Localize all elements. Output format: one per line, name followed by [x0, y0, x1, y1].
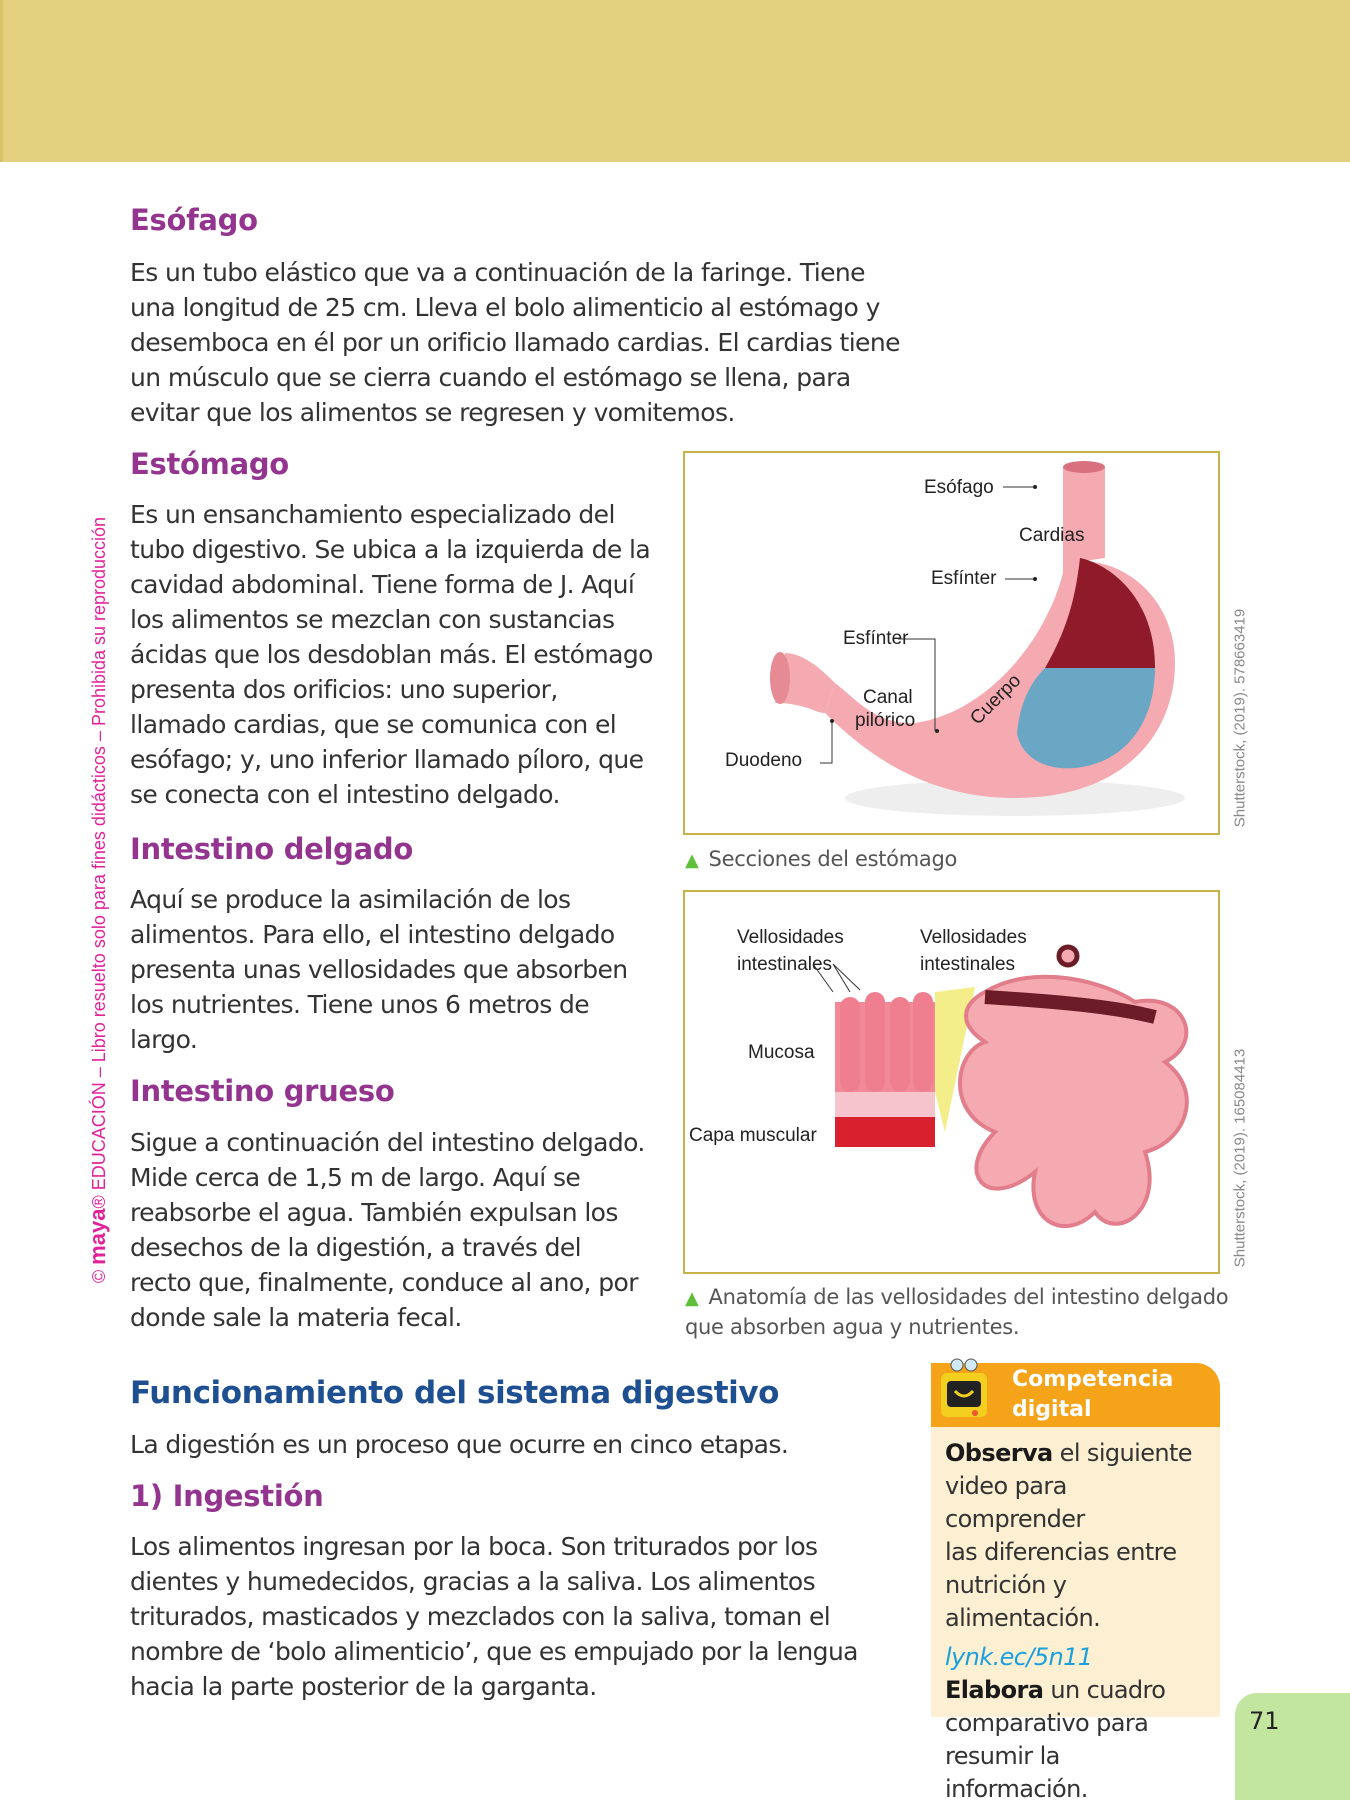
label-vellosidades-1: Vellosidades: [737, 927, 844, 948]
heading-ingestion: 1) Ingestión: [130, 1479, 324, 1513]
line: desechos de la digestión, a través del: [130, 1233, 582, 1262]
header-band: [0, 0, 1350, 162]
label-intestinales-1: intestinales: [737, 954, 833, 975]
page-number: 71: [1235, 1693, 1350, 1800]
stomach-illustration: [770, 461, 1185, 816]
competencia-digital-body: Observa el siguiente video para comprend…: [931, 1427, 1220, 1803]
line: los alimentos se mezclan con sustancias: [130, 605, 615, 634]
label-duodeno: Duodeno: [725, 750, 803, 771]
line: Los alimentos ingresan por la boca. Son …: [130, 1532, 818, 1561]
label-canal: Canal: [863, 687, 913, 708]
section-title: Funcionamiento del sistema digestivo: [130, 1375, 780, 1411]
intestine-villi-diagram: Vellosidades intestinales Vellosidades i…: [683, 890, 1220, 1274]
line: tubo digestivo. Se ubica a la izquierda …: [130, 535, 651, 564]
line: presenta unas vellosidades que absorben: [130, 955, 628, 984]
line: nutrición y alimentación.: [945, 1571, 1101, 1632]
line: las diferencias entre: [945, 1538, 1177, 1566]
video-link[interactable]: lynk.ec/5n11: [945, 1643, 1093, 1671]
robot-mascot-icon: [941, 1358, 987, 1417]
line: recto que, finalmente, conduce al ano, p…: [130, 1268, 638, 1297]
bold-verb: Observa: [945, 1439, 1053, 1467]
triangle-icon: ▲: [685, 1288, 699, 1309]
label-cardias: Cardias: [1019, 525, 1085, 546]
image-credit: Shutterstock, (2019). 578663419: [1231, 608, 1249, 828]
stomach-diagram: Esófago Cardias Esfínter Esfínter Canal …: [683, 451, 1220, 835]
brand-logo: maya: [85, 1208, 110, 1265]
label-esofago: Esófago: [924, 477, 994, 498]
line: se conecta con el intestino delgado.: [130, 780, 560, 809]
line: hacia la parte posterior de la garganta.: [130, 1672, 597, 1701]
line: presenta dos orificios: uno superior,: [130, 675, 558, 704]
paragraph-estomago: Es un ensanchamiento especializado del tu…: [130, 497, 653, 812]
line: alimentos. Para ello, el intestino delga…: [130, 920, 615, 949]
line: largo.: [130, 1025, 198, 1054]
heading-esofago: Esófago: [130, 203, 258, 237]
line: donde sale la materia fecal.: [130, 1303, 462, 1332]
heading-intestino-delgado: Intestino delgado: [130, 832, 413, 866]
paragraph-ingestion: Los alimentos ingresan por la boca. Son …: [130, 1529, 859, 1704]
paragraph-esofago: Es un tubo elástico que va a continuació…: [130, 255, 900, 430]
heading-estomago: Estómago: [130, 447, 289, 481]
label-capa-muscular: Capa muscular: [689, 1125, 817, 1146]
line: triturados, masticados y mezclados con l…: [130, 1602, 831, 1631]
triangle-icon: ▲: [685, 850, 699, 871]
heading-intestino-grueso: Intestino grueso: [130, 1074, 395, 1108]
line: Mide cerca de 1,5 m de largo. Aquí se: [130, 1163, 581, 1192]
line: esófago; y, uno inferior llamado píloro,…: [130, 745, 644, 774]
line: Es un ensanchamiento especializado del: [130, 500, 615, 529]
line: Aquí se produce la asimilación de los: [130, 885, 571, 914]
caption-text: Anatomía de las vellosidades del intesti…: [708, 1285, 1229, 1309]
line: cavidad abdominal. Tiene forma de J. Aqu…: [130, 570, 635, 599]
line: evitar que los alimentos se regresen y v…: [130, 398, 735, 427]
line: Sigue a continuación del intestino delga…: [130, 1128, 645, 1157]
caption-text: Secciones del estómago: [708, 847, 958, 871]
label-esfinter-low: Esfínter: [843, 628, 909, 649]
figure-caption: ▲ Anatomía de las vellosidades del intest…: [685, 1283, 1229, 1342]
line: Es un tubo elástico que va a continuació…: [130, 258, 866, 287]
competencia-digital-header: Competencia digital: [931, 1358, 1220, 1427]
line: nombre de ‘bolo alimenticio’, que es emp…: [130, 1637, 859, 1666]
image-credit: Shutterstock, (2019). 165084413: [1231, 1048, 1249, 1268]
competencia-title: Competencia digital: [1012, 1365, 1173, 1425]
line: un músculo que se cierra cuando el estóm…: [130, 363, 851, 392]
line: los nutrientes. Tiene unos 6 metros de: [130, 990, 590, 1019]
line: una longitud de 25 cm. Lleva el bolo ali…: [130, 293, 880, 322]
text: el siguiente: [1052, 1439, 1193, 1467]
title-line: digital: [1012, 1397, 1092, 1422]
line: video para comprender: [945, 1472, 1085, 1533]
copyright-side-note: © maya® EDUCACIÓN – Libro resuelto solo …: [85, 516, 110, 1284]
line: ácidas que los desdoblan más. El estómag…: [130, 640, 653, 669]
title-line: Competencia: [1012, 1367, 1174, 1392]
line: llamado cardias, que se comunica con el: [130, 710, 617, 739]
label-intestinales-2: intestinales: [920, 954, 1016, 975]
caption-text: que absorben agua y nutrientes.: [685, 1315, 1020, 1339]
line: dientes y humedecidos, gracias a la sali…: [130, 1567, 816, 1596]
figure-caption: ▲ Secciones del estómago: [685, 847, 957, 871]
paragraph-intestino-grueso: Sigue a continuación del intestino delga…: [130, 1125, 645, 1335]
intro-text: La digestión es un proceso que ocurre en…: [130, 1430, 789, 1459]
line: resumir la información.: [945, 1742, 1088, 1803]
intestine-illustration: [812, 944, 1189, 1229]
text: un cuadro: [1043, 1676, 1166, 1704]
line: comparativo para: [945, 1709, 1149, 1737]
label-pilorico: pilórico: [855, 710, 916, 731]
label-mucosa: Mucosa: [748, 1042, 815, 1063]
side-note-text: EDUCACIÓN – Libro resuelto solo para fin…: [89, 516, 109, 1191]
bold-verb: Elabora: [945, 1676, 1044, 1704]
line: reabsorbe el agua. También expulsan los: [130, 1198, 618, 1227]
label-esfinter-top: Esfínter: [931, 568, 997, 589]
line: desemboca en él por un orificio llamado …: [130, 328, 900, 357]
paragraph-intestino-delgado: Aquí se produce la asimilación de los ali…: [130, 882, 628, 1057]
label-vellosidades-2: Vellosidades: [920, 927, 1027, 948]
